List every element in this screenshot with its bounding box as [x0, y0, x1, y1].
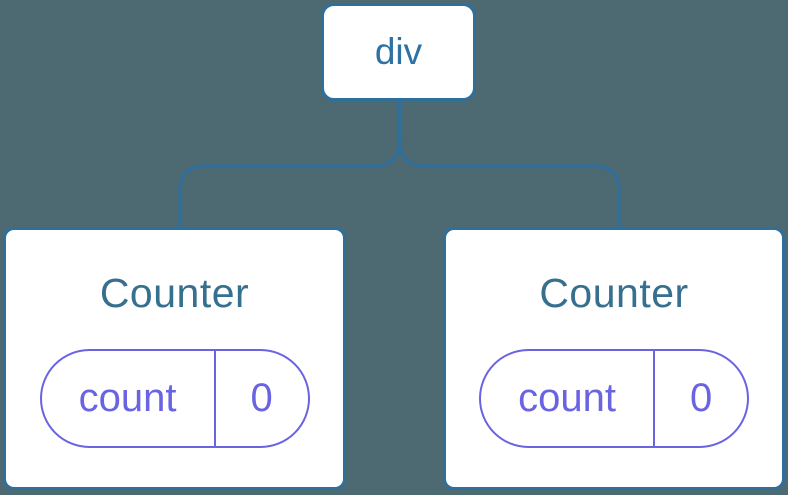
- connector-stem-left-branch: [178, 99, 401, 230]
- state-value: 0: [250, 376, 273, 420]
- state-pill: count 0: [39, 349, 310, 448]
- connector-right-branch: [398, 138, 621, 230]
- counter-node-left: Counter count 0: [3, 227, 346, 490]
- root-node-label: div: [374, 31, 423, 72]
- counter-node-right: Counter count 0: [443, 227, 785, 490]
- component-name: Counter: [99, 270, 250, 316]
- state-key: count: [42, 351, 216, 446]
- root-node-div: div: [321, 3, 476, 101]
- state-pill: count 0: [479, 349, 749, 448]
- state-value: 0: [689, 376, 713, 420]
- state-key: count: [481, 351, 656, 446]
- component-name: Counter: [539, 270, 689, 316]
